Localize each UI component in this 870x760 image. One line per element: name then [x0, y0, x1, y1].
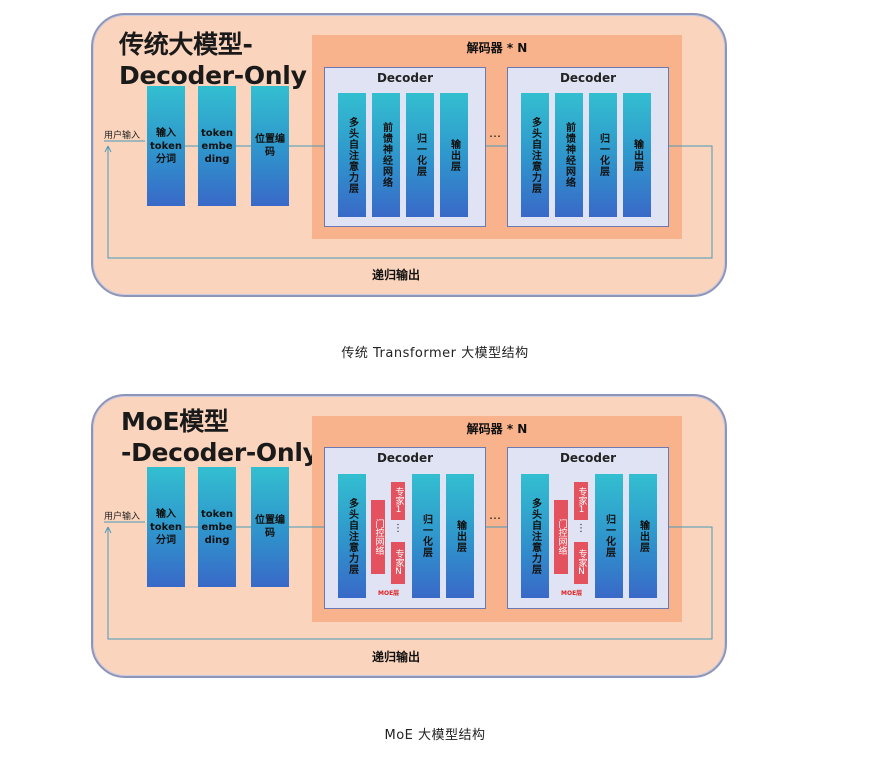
- decoder-ellipsis: …: [489, 126, 502, 140]
- decoder-stack-title: 解码器 * N: [466, 422, 528, 436]
- output-layer: 输出层: [623, 93, 651, 217]
- user-input-label: 用户输入: [104, 512, 141, 522]
- attention-layer: 多头自注意力层: [521, 474, 549, 598]
- recursive-output-label: 递归输出: [372, 268, 421, 282]
- decoder-label: Decoder: [376, 451, 434, 465]
- output-layer: 输出层: [446, 474, 474, 598]
- norm-layer: 归一化层: [595, 474, 623, 598]
- expert-dots: ⋮: [576, 523, 586, 534]
- output-layer: 输出层: [440, 93, 468, 217]
- decoder-stack-title: 解码器 * N: [466, 41, 528, 55]
- moe-layer-tag: MOE层: [378, 590, 400, 597]
- moe-layer-tag: MOE层: [561, 590, 583, 597]
- expert-1: 专家1: [574, 482, 588, 520]
- input-token-block: 输入 token 分词: [147, 86, 185, 206]
- attention-layer: 多头自注意力层: [338, 93, 366, 217]
- moe-model-title: MoE模型 -Decoder-Only: [121, 407, 319, 467]
- expert-1: 专家1: [391, 482, 405, 520]
- attention-layer: 多头自注意力层: [521, 93, 549, 217]
- expert-dots: ⋮: [393, 523, 403, 534]
- norm-layer: 归一化层: [406, 93, 434, 217]
- decoder-label: Decoder: [376, 71, 434, 85]
- expert-n: 专家N: [391, 542, 405, 584]
- ffn-layer: 前馈神经网络: [372, 93, 400, 217]
- caption-traditional: 传统 Transformer 大模型结构: [341, 346, 529, 361]
- norm-layer: 归一化层: [589, 93, 617, 217]
- caption-moe: MoE 大模型结构: [384, 728, 486, 743]
- gate-network: 门控网络: [554, 500, 568, 574]
- input-token-block: 输入 token 分词: [147, 467, 185, 587]
- token-embedding-block: token embe ding: [198, 86, 236, 206]
- decoder-label: Decoder: [559, 451, 617, 465]
- positional-encoding-block: 位置编 码: [251, 86, 289, 206]
- attention-layer: 多头自注意力层: [338, 474, 366, 598]
- traditional-model-title: 传统大模型- Decoder-Only: [119, 30, 307, 90]
- gate-network: 门控网络: [371, 500, 385, 574]
- token-embedding-block: token embe ding: [198, 467, 236, 587]
- recursive-output-label: 递归输出: [372, 650, 421, 664]
- expert-n: 专家N: [574, 542, 588, 584]
- decoder-label: Decoder: [559, 71, 617, 85]
- positional-encoding-block: 位置编 码: [251, 467, 289, 587]
- decoder-ellipsis: …: [489, 508, 502, 522]
- user-input-label: 用户输入: [104, 131, 141, 141]
- norm-layer: 归一化层: [412, 474, 440, 598]
- ffn-layer: 前馈神经网络: [555, 93, 583, 217]
- output-layer: 输出层: [629, 474, 657, 598]
